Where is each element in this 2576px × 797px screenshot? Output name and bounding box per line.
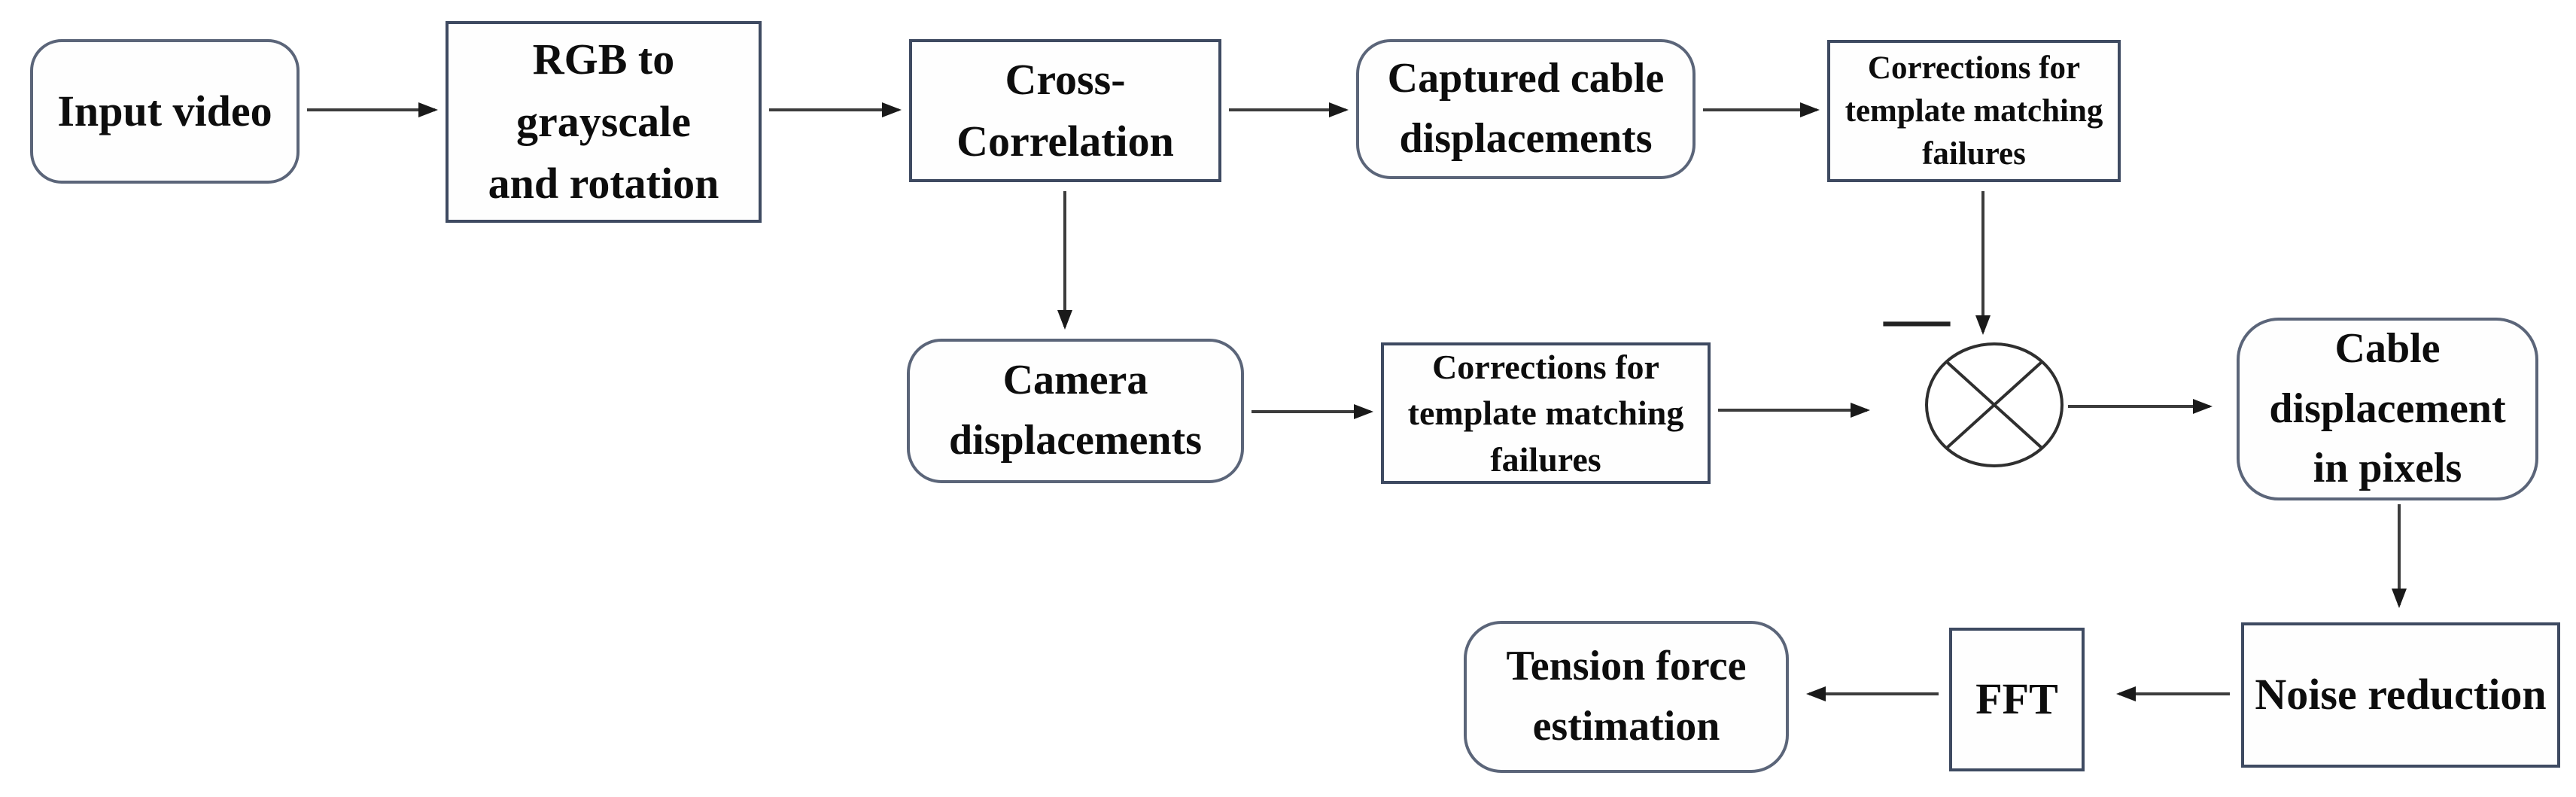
node-tension-force-estimation: Tension force estimation [1464, 621, 1789, 773]
node-label: Corrections for template matching failur… [1407, 348, 1684, 479]
node-label: Input video [57, 86, 272, 135]
minus-operator: — [1884, 281, 1950, 354]
node-label: Cable displacement in pixels [2269, 325, 2506, 492]
node-fft: FFT [1949, 628, 2085, 771]
node-corrections-template-matching-mid: Corrections for template matching failur… [1381, 342, 1711, 484]
node-label: Cross-Correlation [956, 54, 1174, 166]
node-label: Captured cable displacements [1387, 55, 1665, 162]
node-captured-cable-displacements: Captured cable displacements [1356, 39, 1696, 179]
node-camera-displacements: Camera displacements [907, 339, 1244, 483]
node-label: Camera displacements [949, 357, 1202, 464]
node-label: Tension force estimation [1506, 643, 1747, 750]
node-label: FFT [1975, 674, 2058, 724]
node-cross-correlation: Cross-Correlation [909, 39, 1221, 182]
multiply-junction-icon [1925, 342, 2064, 467]
node-label: RGB to grayscale and rotation [488, 35, 719, 208]
node-label: Noise reduction [2255, 670, 2547, 719]
node-noise-reduction: Noise reduction [2241, 622, 2560, 768]
node-rgb-to-grayscale-and-rotation: RGB to grayscale and rotation [446, 21, 762, 223]
node-label: Corrections for template matching failur… [1845, 50, 2103, 172]
node-cable-displacement-in-pixels: Cable displacement in pixels [2237, 318, 2538, 500]
node-input-video: Input video [30, 39, 300, 184]
node-corrections-template-matching-top: Corrections for template matching failur… [1827, 40, 2121, 182]
